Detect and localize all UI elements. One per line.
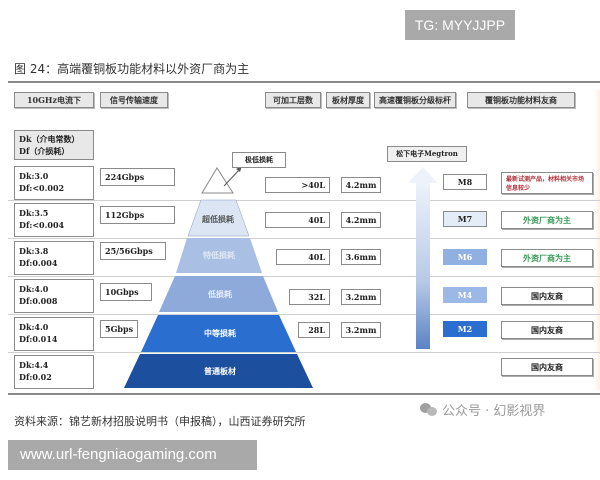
header-signal-speed: 信号传输速度 [100, 92, 168, 108]
df-value: Df:<0.004 [19, 220, 65, 230]
title-divider [8, 81, 600, 83]
df-header-line: Df（介损耗） [19, 146, 70, 156]
grade-box-m4: M4 [443, 287, 487, 303]
wechat-watermark: 公众号 · 幻影视界 [420, 400, 545, 419]
df-value: Df:0.008 [19, 296, 58, 306]
pyramid-tier-super-low [187, 199, 250, 237]
pyramid-label-low: 低损耗 [208, 288, 232, 299]
vendor-box-m4: 国内友商 [501, 287, 593, 305]
pyramid-label-very-low: 特低损耗 [203, 249, 235, 260]
dk-value: Dk:3.8 [19, 246, 49, 256]
pyramid-tier-very-low [176, 238, 262, 273]
layers-box-m8: >40L [265, 177, 330, 193]
speed-box-m2: 5Gbps [100, 320, 138, 338]
bottom-divider [8, 393, 600, 395]
pyramid-tier-standard [124, 354, 313, 388]
layers-box-m7: 40L [265, 212, 330, 228]
pyramid-label-super-low: 超低损耗 [202, 214, 234, 224]
vendor-box-m2: 国内友商 [501, 321, 593, 339]
speed-box-m8: 224Gbps [100, 168, 175, 186]
layers-box-m6: 40L [276, 249, 330, 265]
pyramid-label-medium: 中等损耗 [204, 327, 236, 338]
grade-box-m6: M6 [443, 249, 487, 265]
header-vendors: 覆铜板功能材料友商 [467, 92, 575, 108]
pyramid-label-standard: 普通板材 [204, 365, 236, 376]
dk-value: Dk:4.0 [19, 322, 49, 332]
header-grade-index: 高速覆铜板分级标杆 [374, 92, 456, 108]
pyramid-tier-medium [141, 315, 296, 352]
row-divider [8, 200, 600, 201]
df-value: Df:0.014 [19, 334, 58, 344]
source-note: 资料来源：锦艺新材招股说明书（申报稿），山西证券研究所 [14, 415, 306, 428]
header-thickness: 板材厚度 [326, 92, 370, 108]
row-divider [8, 238, 600, 239]
dk-value: Dk:3.0 [19, 171, 49, 181]
df-value: Df:0.004 [19, 258, 58, 268]
dk-value: Dk:3.5 [19, 208, 49, 218]
wechat-icon [420, 402, 438, 417]
row-divider [8, 352, 600, 353]
grade-box-m2: M2 [443, 321, 487, 337]
thickness-box-m6: 3.6mm [341, 249, 381, 265]
pyramid-tier-ultra-low [201, 167, 234, 194]
figure-title: 图 24：高端覆铜板功能材料以外资厂商为主 [14, 62, 250, 76]
thickness-box-m2: 3.2mm [341, 322, 381, 338]
dk-value: Dk:4.0 [19, 284, 49, 294]
grade-box-m7: M7 [443, 211, 487, 227]
ultra-low-loss-label: 极低损耗 [232, 152, 286, 168]
tip-pointer-line [223, 168, 241, 187]
decorative-strip [594, 90, 600, 390]
grade-progression-arrow [416, 182, 430, 349]
url-watermark-badge: www.url-fengniaogaming.com [8, 440, 257, 470]
thickness-box-m4: 3.2mm [341, 289, 381, 305]
row-divider [8, 314, 600, 315]
tg-watermark-badge: TG: MYYJJPP [405, 10, 515, 40]
vendor-note-m8: 最新试测产品，材料相关市场信息较少 [501, 172, 593, 194]
vendor-box-m7: 外资厂商为主 [501, 211, 593, 229]
header-condition: 10GHz电流下 [14, 92, 94, 108]
vendor-box-m6: 外资厂商为主 [501, 249, 593, 267]
dk-df-header: Dk（介电常数） Df（介损耗） [14, 130, 94, 160]
speed-box-m6: 25/56Gbps [100, 242, 166, 260]
df-value: Df:0.02 [19, 372, 52, 382]
thickness-box-m7: 4.2mm [341, 212, 381, 228]
dk-value: Dk:4.4 [19, 360, 49, 370]
df-value: Df:<0.002 [19, 183, 65, 193]
speed-box-m4: 10Gbps [100, 283, 152, 301]
layers-box-m4: 32L [289, 289, 330, 305]
speed-box-m7: 112Gbps [100, 206, 175, 224]
wechat-account-label: 公众号 · 幻影视界 [442, 404, 546, 419]
header-layers: 可加工层数 [265, 92, 321, 108]
dk-header-line: Dk（介电常数） [19, 134, 80, 144]
thickness-box-m8: 4.2mm [341, 177, 381, 193]
arrow-up-icon [408, 167, 438, 183]
grade-box-m8: M8 [443, 174, 487, 190]
layers-box-m2: 28L [298, 322, 330, 338]
megtron-label: 松下电子Megtron [387, 146, 467, 162]
vendor-box-standard: 国内友商 [501, 358, 593, 376]
pyramid-tier-low [159, 276, 278, 312]
row-divider [8, 276, 600, 277]
